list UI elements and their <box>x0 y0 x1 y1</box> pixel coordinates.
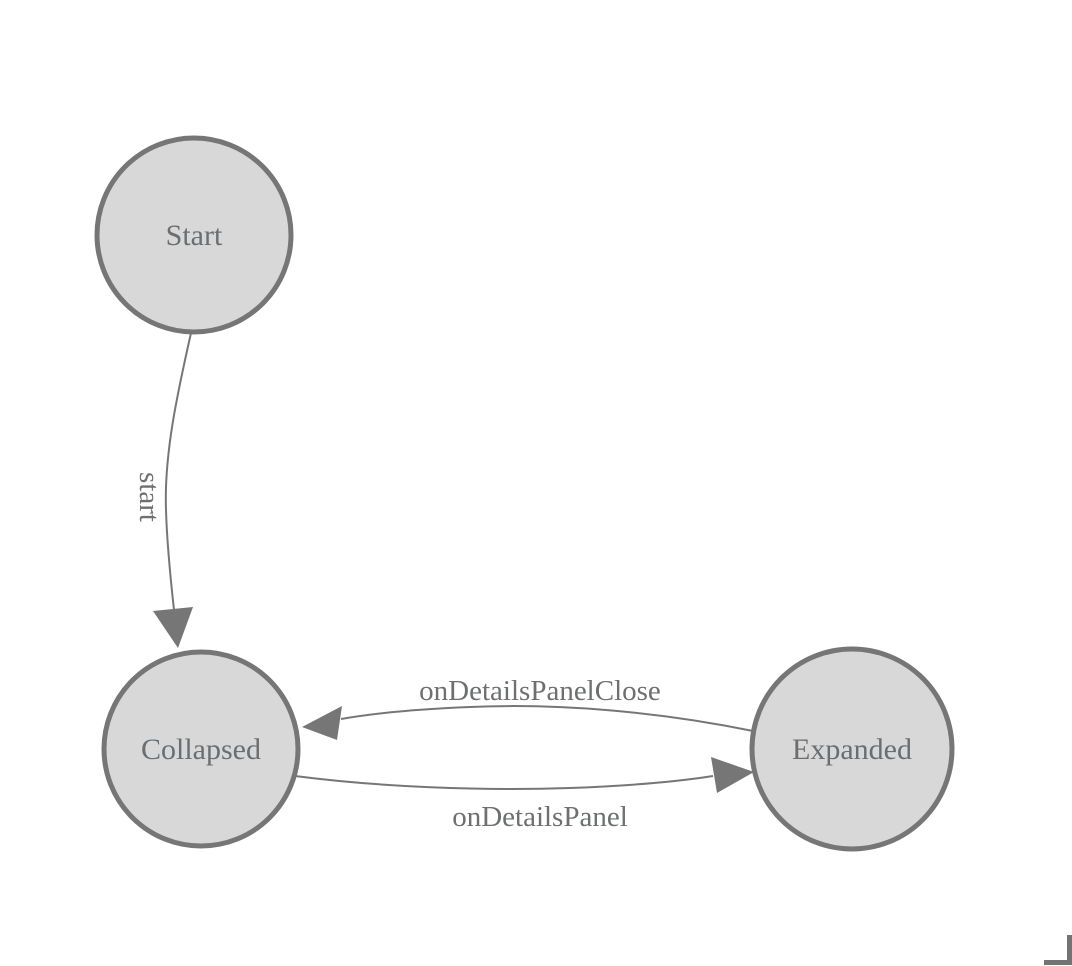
state-node-start: Start <box>94 135 294 335</box>
edge-collapsed-to-expanded: onDetailsPanel <box>294 757 754 833</box>
expanded-node-label: Expanded <box>792 733 912 766</box>
resize-corner-handle[interactable] <box>1044 935 1072 965</box>
arrowhead-into-collapsed-top <box>153 607 193 648</box>
edge-close-line <box>340 705 754 732</box>
state-node-collapsed: Collapsed <box>101 649 301 849</box>
edge-expanded-to-collapsed: onDetailsPanelClose <box>302 675 754 740</box>
state-node-expanded: Expanded <box>749 646 955 852</box>
edge-label-start: start <box>133 472 165 522</box>
collapsed-node-circle <box>101 649 301 849</box>
edge-start-to-collapsed: start <box>133 332 193 648</box>
edge-open-line <box>294 775 714 790</box>
arrowhead-into-collapsed-right <box>302 706 342 740</box>
start-node-circle <box>94 135 294 335</box>
start-node-label: Start <box>166 219 223 252</box>
edge-label-on-details-panel: onDetailsPanel <box>452 801 628 833</box>
edge-start-line <box>164 332 192 611</box>
collapsed-node-label: Collapsed <box>141 733 261 766</box>
arrowhead-into-expanded-left <box>711 757 754 793</box>
edge-label-on-details-panel-close: onDetailsPanelClose <box>419 675 661 707</box>
expanded-node-circle <box>749 646 955 852</box>
